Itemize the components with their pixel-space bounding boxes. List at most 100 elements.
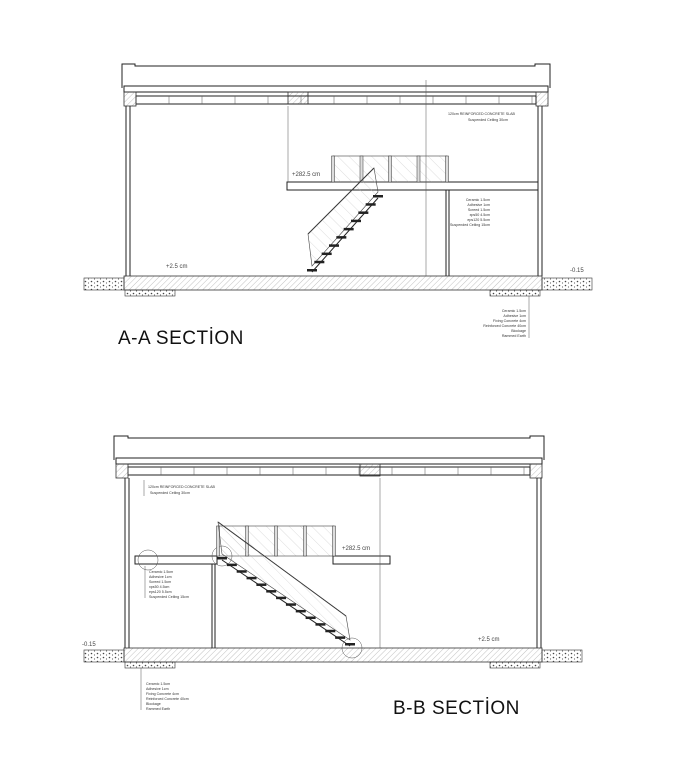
stair-tread (329, 244, 339, 247)
footing-right (489, 661, 541, 669)
ground-left (83, 649, 125, 663)
stair-tread (336, 236, 347, 239)
railing-post (331, 155, 335, 183)
mezzanine-slab (286, 181, 539, 191)
footing-left (124, 661, 176, 669)
note: Adhesive 1cm (503, 314, 526, 318)
suspended-ceiling (127, 466, 531, 476)
note: Rammed Earth (502, 334, 526, 338)
stair-tread (373, 195, 383, 198)
mezzanine-slab-left (134, 555, 218, 565)
railing-post (388, 155, 392, 183)
note: Blockage (146, 702, 161, 706)
ground-slab (123, 647, 543, 663)
stair-tread (335, 636, 346, 639)
footing-right (489, 289, 541, 297)
railing-post (416, 155, 421, 183)
staircase (217, 521, 355, 647)
stair-tread (295, 609, 306, 613)
note: Rammed Earth (146, 707, 170, 711)
mezzanine-layer-notes: Ceramic 1.5cm Adhesive 1cm Screed 1.5cm … (450, 198, 490, 227)
note: Screed 1.5cm (468, 208, 490, 212)
note: Suspended Ceiling 30cm (468, 118, 508, 122)
stair-tread (285, 603, 296, 606)
level-floor: +2.5 cm (166, 264, 188, 270)
stair-tread (246, 576, 257, 580)
section-title: A-A SECTİON (118, 328, 244, 349)
staircase (307, 167, 383, 273)
stringer (311, 197, 379, 273)
note: eps120 5.5cm (467, 218, 490, 222)
stair-tread (266, 590, 277, 593)
note: Ceramic 1.5cm (502, 309, 526, 313)
stair-tread (305, 616, 316, 620)
detail-marker (341, 637, 363, 659)
beam-right (535, 91, 549, 107)
stair-tread (321, 252, 332, 256)
stair-tread (217, 557, 227, 560)
mezzanine-slab-right (332, 555, 391, 565)
note: Ceramic 1.5cm (466, 198, 490, 202)
stair-tread (226, 563, 237, 567)
stair-tread (315, 623, 326, 626)
roof-notes: 120cm REINFORCED CONCRETE SLAB Suspended… (448, 112, 515, 122)
note: Reinforced Concrete 40cm (146, 697, 189, 701)
ceiling-panel-row (127, 466, 531, 476)
note: Suspended Ceiling 15cm (149, 595, 189, 599)
section-b-b: +282.5 cm +2.5 cm -0.15 120cm REINFORCED… (82, 435, 583, 719)
note: Ceramic 1.5cm (146, 682, 170, 686)
stair-tread (351, 219, 361, 223)
ceiling-panel-row (135, 95, 537, 105)
note: Adhesive 1cm (146, 687, 169, 691)
note: 120cm REINFORCED CONCRETE SLAB (148, 485, 215, 489)
roof-slab (123, 85, 549, 93)
suspended-ceiling (135, 95, 537, 105)
detail-marker (137, 549, 159, 571)
note: Adhesive 1cm (149, 575, 172, 579)
mezzanine-layer-notes: Ceramic 1.5cm Adhesive 1cm Screed 1.5cm … (149, 570, 189, 599)
note: Blockage (511, 329, 526, 333)
level-floor: +2.5 cm (478, 637, 500, 643)
railing-post (303, 525, 307, 557)
ground-right (541, 277, 593, 291)
foundation-layer-notes: Ceramic 1.5cm Adhesive 1cm Fixing Concre… (483, 309, 526, 338)
note: eps120 5.5cm (149, 590, 172, 594)
stair-tread (358, 211, 369, 214)
foundation-layer-notes: Ceramic 1.5cm Adhesive 1cm Fixing Concre… (146, 682, 189, 711)
level-ground: -0.15 (570, 268, 584, 274)
ground-right (541, 649, 583, 663)
footing-left (124, 289, 176, 297)
railing-post (445, 155, 449, 183)
ground-left (83, 277, 125, 291)
level-ground: -0.15 (82, 642, 96, 648)
beam-left (115, 463, 129, 479)
stair-glass (217, 521, 351, 641)
note: xps50 4.5cm (149, 585, 169, 589)
ground-slab (123, 275, 543, 291)
level-mezzanine: +282.5 cm (342, 546, 370, 552)
glass-railing (331, 155, 449, 183)
note: Fixing Concrete 4cm (146, 692, 179, 696)
stair-tread (256, 583, 267, 586)
note: 120cm REINFORCED CONCRETE SLAB (448, 112, 515, 116)
railing-post (216, 525, 220, 557)
railing-post (274, 525, 278, 557)
roof-parapet (121, 63, 551, 88)
stair-tread (343, 227, 354, 231)
section-a-a: +282.5 cm +2.5 cm -0.15 120cm REINFORCED… (83, 63, 593, 349)
beam-right (529, 463, 543, 479)
railing-post (332, 525, 336, 557)
stair-tread (325, 629, 336, 633)
beam-mid (359, 463, 381, 477)
railing-post (359, 155, 364, 183)
note: Adhesive 1cm (467, 203, 490, 207)
section-title: B-B SECTİON (393, 698, 520, 719)
stair-tread (276, 596, 287, 600)
roof-notes: 120cm REINFORCED CONCRETE SLAB Suspended… (148, 485, 215, 495)
stair-tread (236, 570, 247, 573)
beam-left (123, 91, 137, 107)
beam-mid (287, 91, 309, 105)
stair-tread (307, 269, 317, 272)
note: Suspended Ceiling 30cm (150, 491, 190, 495)
